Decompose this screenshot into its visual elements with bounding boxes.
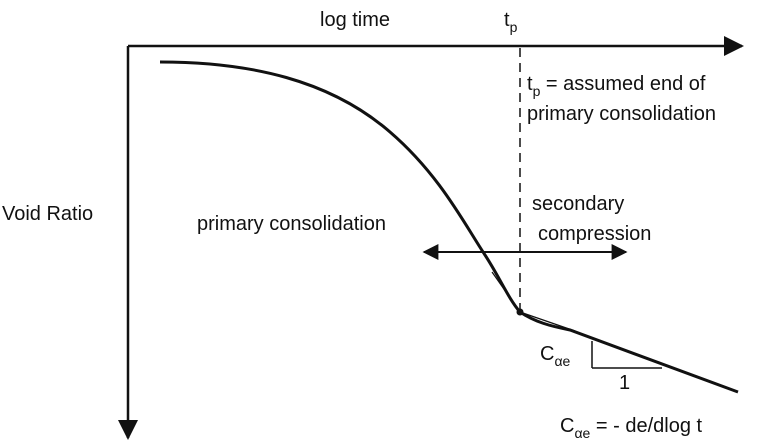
primary-consolidation-label: primary consolidation — [197, 213, 386, 235]
secondary-compression-label-line2: compression — [538, 223, 651, 245]
secondary-compression-label-line1: secondary — [532, 193, 624, 215]
y-axis-label: Void Ratio — [2, 203, 93, 225]
tp-definition-line2: primary consolidation — [527, 103, 716, 125]
slope-run-label: 1 — [619, 372, 630, 394]
tp-label: tp — [504, 9, 518, 35]
primary-tangent-line — [491, 271, 521, 313]
tp-definition-line1: tp = assumed end of — [527, 73, 706, 99]
x-axis-label: log time — [320, 9, 390, 31]
consolidation-curve — [159, 60, 739, 394]
tp-intersection-point — [516, 308, 524, 316]
slope-formula: Cαe = - de/dlog t — [560, 415, 703, 441]
slope-symbol: Cαe — [540, 343, 571, 369]
secondary-tangent-line — [519, 311, 576, 332]
